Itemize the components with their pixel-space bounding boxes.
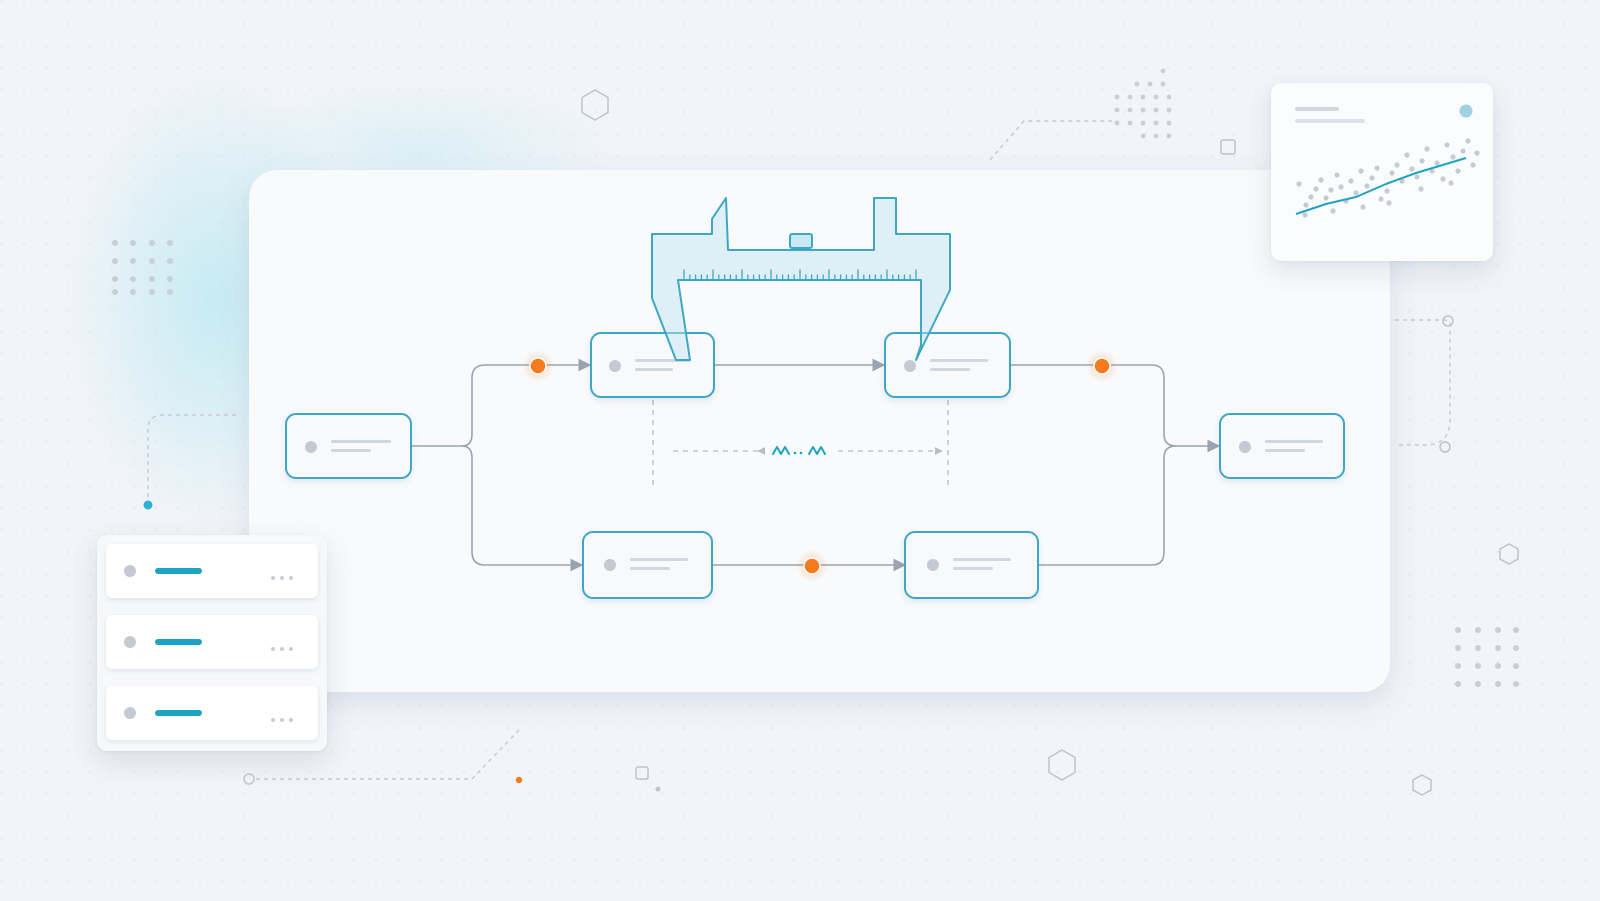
scatter-chart xyxy=(1295,104,1480,218)
scatter-point xyxy=(1474,150,1480,156)
floating-chart-card[interactable] xyxy=(1271,83,1493,261)
scatter-point xyxy=(1353,190,1359,196)
scatter-point xyxy=(1434,160,1440,166)
scatter-point xyxy=(1455,168,1461,174)
status-dot-icon xyxy=(124,636,136,648)
status-dot-icon xyxy=(124,707,136,719)
trace-node xyxy=(1439,441,1451,453)
scatter-point xyxy=(1409,166,1415,172)
scatter-point xyxy=(1389,170,1395,176)
chart-subtitle-placeholder xyxy=(1295,119,1365,123)
scatter-point xyxy=(1450,154,1456,160)
flow-node-upper-a[interactable] xyxy=(590,332,715,398)
flow-node-start[interactable] xyxy=(285,413,412,479)
scatter-point xyxy=(1313,186,1319,192)
chart-title-placeholder xyxy=(1295,107,1339,111)
scatter-point xyxy=(1448,180,1454,186)
scatter-point xyxy=(1384,188,1390,194)
trace-node xyxy=(1442,315,1454,327)
trace-node xyxy=(243,773,255,785)
flow-connectors xyxy=(411,358,1221,572)
trace-node-teal xyxy=(143,500,153,510)
scatter-point xyxy=(1334,172,1340,178)
decor-dot xyxy=(655,786,661,792)
scatter-point xyxy=(1303,202,1309,208)
floating-list-panel xyxy=(97,535,327,751)
flow-node-lower-b[interactable] xyxy=(904,531,1039,599)
scatter-point xyxy=(1330,208,1336,214)
item-label-placeholder xyxy=(155,568,202,574)
dot-cluster-right xyxy=(1455,627,1519,687)
scatter-point xyxy=(1424,146,1430,152)
scatter-point xyxy=(1399,178,1405,184)
scatter-point xyxy=(1418,186,1424,192)
square-icon xyxy=(635,766,649,780)
flow-node-upper-b[interactable] xyxy=(884,332,1011,398)
hexagon-icon xyxy=(1412,774,1432,796)
scatter-point xyxy=(1460,148,1466,154)
item-label-placeholder xyxy=(155,710,202,716)
scatter-point xyxy=(1374,165,1380,171)
scatter-point xyxy=(1328,187,1334,193)
scatter-point xyxy=(1440,176,1446,182)
list-item[interactable] xyxy=(106,615,318,669)
more-options-icon[interactable] xyxy=(271,638,301,651)
scatter-point xyxy=(1404,152,1410,158)
scatter-point xyxy=(1394,162,1400,168)
more-options-icon[interactable] xyxy=(271,709,301,722)
scatter-point xyxy=(1308,194,1314,200)
scatter-point xyxy=(1360,204,1366,210)
dot-cluster-left xyxy=(112,240,173,295)
scatter-point xyxy=(1429,168,1435,174)
hexagon-icon xyxy=(1048,749,1076,781)
scatter-points xyxy=(1296,138,1480,218)
scatter-point xyxy=(1369,175,1375,181)
scatter-point xyxy=(1414,174,1420,180)
scatter-point xyxy=(1338,184,1344,190)
trend-line xyxy=(1295,157,1467,215)
hexagon-icon xyxy=(581,89,609,121)
squiggle-icon xyxy=(772,446,826,455)
flow-node-lower-a[interactable] xyxy=(582,531,713,599)
scatter-point xyxy=(1296,181,1302,187)
scatter-point xyxy=(1348,178,1354,184)
status-dot-icon xyxy=(1459,104,1473,118)
scatter-point xyxy=(1470,162,1476,168)
decor-shapes xyxy=(581,89,1519,796)
scatter-point xyxy=(1465,138,1471,144)
decor-traces xyxy=(147,120,1451,780)
scatter-point xyxy=(1302,212,1308,218)
caliper-icon[interactable] xyxy=(651,197,951,361)
list-item[interactable] xyxy=(106,544,318,598)
scatter-point xyxy=(1364,183,1370,189)
flow-marker-upper-in xyxy=(522,350,554,382)
dot-cluster-top xyxy=(1114,68,1172,139)
more-options-icon[interactable] xyxy=(271,567,301,580)
measurement-guides xyxy=(652,400,949,490)
square-icon xyxy=(1220,139,1236,155)
scatter-point xyxy=(1378,196,1384,202)
main-canvas xyxy=(249,170,1390,692)
hexagon-icon xyxy=(1499,543,1519,565)
flow-node-end[interactable] xyxy=(1219,413,1345,479)
list-item[interactable] xyxy=(106,686,318,740)
item-label-placeholder xyxy=(155,639,202,645)
status-dot-icon xyxy=(124,565,136,577)
caliper-scale xyxy=(683,269,917,281)
flow-marker-lower-mid xyxy=(796,550,828,582)
scatter-point xyxy=(1358,168,1364,174)
scatter-point xyxy=(1444,142,1450,148)
trace-node-orange xyxy=(515,776,523,784)
scatter-point xyxy=(1318,177,1324,183)
scatter-point xyxy=(1386,200,1392,206)
scatter-point xyxy=(1323,195,1329,201)
scatter-point xyxy=(1419,158,1425,164)
flow-marker-upper-out xyxy=(1086,350,1118,382)
